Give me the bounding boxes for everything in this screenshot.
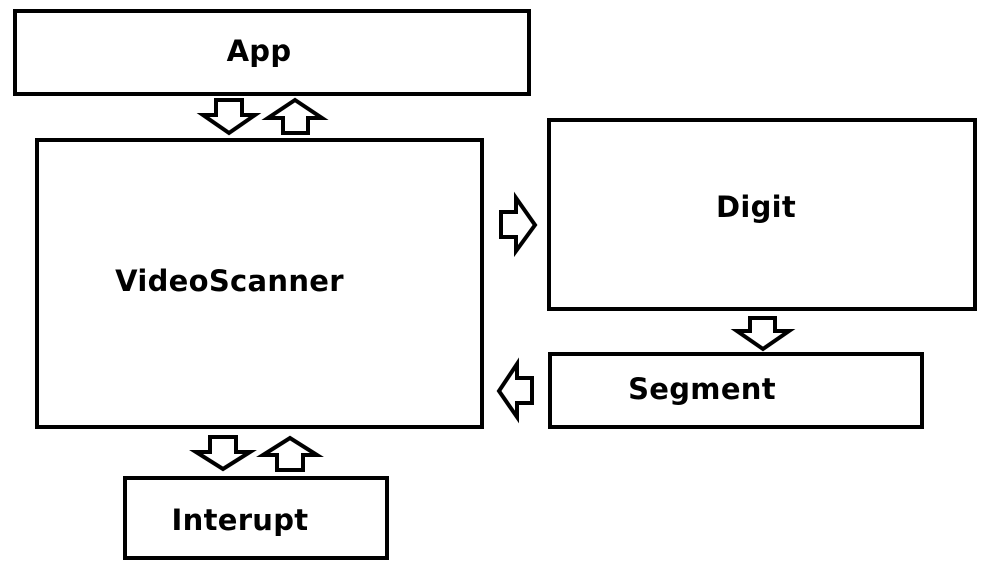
digit-box: Digit <box>547 118 977 311</box>
app-label: App <box>226 33 292 68</box>
arrow-left-segment-to-scanner <box>496 357 534 424</box>
digit-label: Digit <box>715 189 797 224</box>
interupt-box: Interupt <box>123 476 389 560</box>
interupt-label: Interupt <box>171 503 309 537</box>
arrow-right-scanner-to-digit <box>499 191 538 258</box>
video-scanner-label: VideoScanner <box>115 263 344 298</box>
video-scanner-box: VideoScanner <box>35 138 484 429</box>
arrow-up-interupt-to-scanner <box>256 435 324 472</box>
segment-label: Segment <box>628 371 776 406</box>
arrow-down-digit-to-segment <box>730 316 796 352</box>
segment-box: Segment <box>548 352 924 429</box>
arrow-up-scanner-to-app <box>261 97 329 135</box>
arrow-down-scanner-to-interupt <box>189 435 257 472</box>
app-box: App <box>13 9 531 96</box>
arrow-down-app-to-scanner <box>196 98 262 136</box>
